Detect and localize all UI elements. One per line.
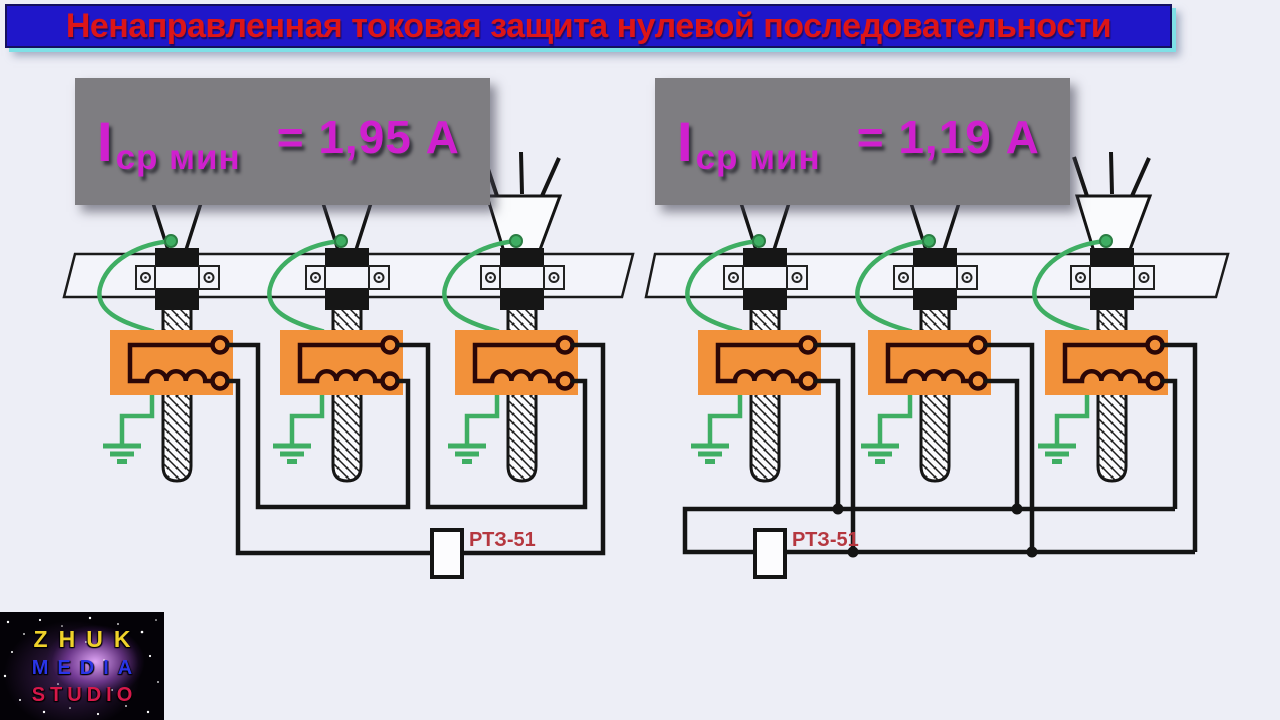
junction-dot: [1011, 503, 1023, 515]
parallel-ct-group: РТЗ-51: [682, 152, 1198, 579]
series-ct-group: РТЗ-51: [99, 152, 606, 579]
secondary-wiring: [226, 342, 606, 556]
formula-box-parallel: I ср мин = 1,19 А: [655, 78, 1070, 205]
ct-unit: [269, 203, 403, 481]
secondary-wiring: [682, 342, 1198, 555]
ct-unit: [99, 203, 233, 481]
starfield: [3, 616, 159, 716]
logo-line: ZHUK: [33, 625, 142, 652]
ct-unit: [687, 203, 821, 481]
logo-line: STUDIO: [31, 683, 138, 706]
formula-subscript: ср мин: [695, 137, 821, 177]
junction-dot: [1026, 546, 1038, 558]
relay-rtz51-label: РТЗ-51: [469, 529, 536, 551]
watermark-logo: ZHUK MEDIA STUDIO: [0, 612, 164, 720]
relay-rtz51-label: РТЗ-51: [792, 529, 859, 551]
relay-rtz51-box: [753, 528, 787, 579]
junction-dot: [832, 503, 844, 515]
junction-dot: [847, 546, 859, 558]
formula-value: = 1,19 А: [856, 110, 1040, 163]
formula-value: = 1,95 А: [276, 110, 460, 163]
junction-dots: [832, 503, 1038, 558]
logo-line: MEDIA: [31, 656, 142, 679]
formula-subscript: ср мин: [115, 137, 241, 177]
page-title: Ненаправленная токовая защита нулевой по…: [65, 6, 1112, 45]
formula-box-series: I ср мин = 1,95 А: [75, 78, 490, 205]
title-bar: Ненаправленная токовая защита нулевой по…: [5, 4, 1172, 48]
ct-unit: [857, 203, 991, 481]
relay-rtz51-box: [430, 528, 464, 579]
formula-symbol: I: [677, 110, 693, 173]
formula-symbol: I: [97, 110, 113, 173]
